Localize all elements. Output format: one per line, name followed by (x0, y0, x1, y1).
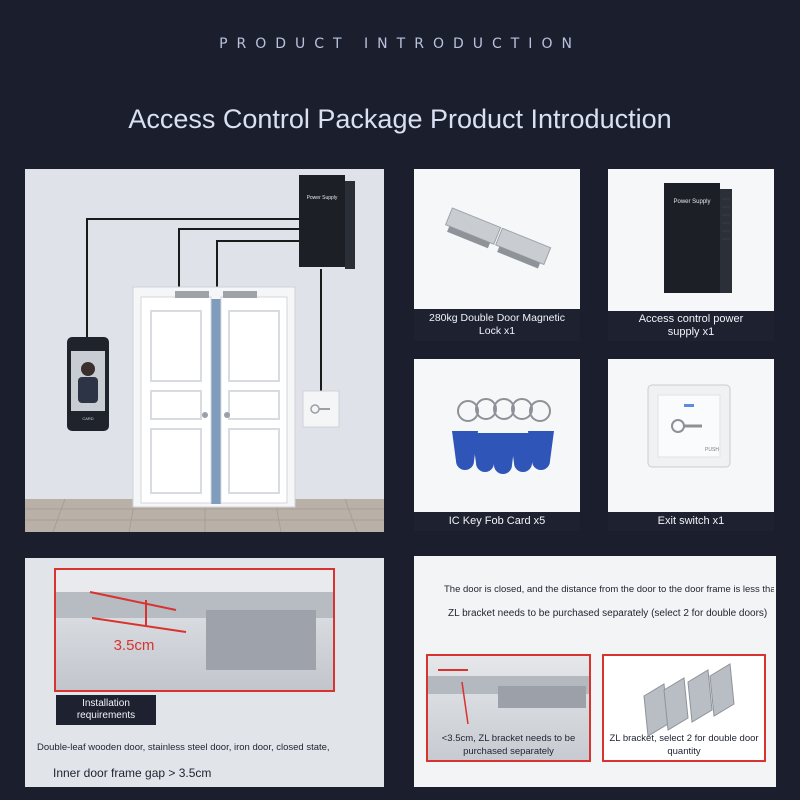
product-card-exit-switch: PUSH Exit switch x1 (608, 359, 774, 531)
device-label: PUSH (705, 447, 719, 453)
terminal-brand: CARD (82, 416, 93, 421)
gap-requirement-text: Inner door frame gap > 3.5cm (53, 766, 212, 780)
scene-illustration: CARD Power Supply (25, 175, 384, 532)
installation-badge: Installation requirements (56, 695, 156, 725)
installation-requirements-panel: 3.5cm Installation requirements Double-l… (25, 558, 384, 787)
product-card-magnetic-lock: 280kg Double Door Magnetic Lock x1 (414, 169, 580, 341)
gap-detail-image: 3.5cm (56, 570, 333, 670)
product-card-key-fob: IC Key Fob Card x5 (414, 359, 580, 531)
installation-scene: CARD Power Supply (25, 169, 384, 532)
section-kicker: PRODUCT INTRODUCTION (219, 36, 581, 52)
page-title: Access Control Package Product Introduct… (128, 104, 672, 134)
bracket-right-box: ZL bracket, select 2 for double door qua… (602, 654, 766, 762)
product-caption: IC Key Fob Card x5 (414, 512, 580, 531)
key-fob-image (452, 398, 554, 474)
door-types-text: Double-leaf wooden door, stainless steel… (37, 742, 330, 753)
product-caption: Exit switch x1 (608, 512, 774, 531)
product-caption: Access control power supply x1 (608, 311, 774, 341)
scene-power-supply-label: Power Supply (307, 195, 338, 201)
gap-detail-box: 3.5cm (54, 568, 335, 692)
bracket-note-line2: ZL bracket needs to be purchased separat… (448, 608, 768, 619)
bracket-left-image (428, 669, 589, 725)
product-caption: 280kg Double Door Magnetic Lock x1 (414, 309, 580, 341)
power-supply-image: Power Supply (664, 183, 732, 293)
bracket-right-image (643, 663, 735, 737)
zl-bracket-panel: The door is closed, and the distance fro… (414, 556, 776, 787)
bracket-left-box: <3.5cm, ZL bracket needs to be purchased… (426, 654, 591, 762)
exit-switch-image: PUSH (647, 384, 731, 468)
magnetic-lock-image (444, 207, 552, 269)
product-card-power-supply: Power Supply Access control power supply… (608, 169, 774, 341)
bracket-note-line1: The door is closed, and the distance fro… (444, 584, 774, 595)
device-label: Power Supply (673, 199, 710, 205)
bracket-left-caption: <3.5cm, ZL bracket needs to be purchased… (441, 733, 576, 757)
gap-label: 3.5cm (114, 637, 155, 654)
bracket-right-caption: ZL bracket, select 2 for double door qua… (609, 733, 759, 757)
